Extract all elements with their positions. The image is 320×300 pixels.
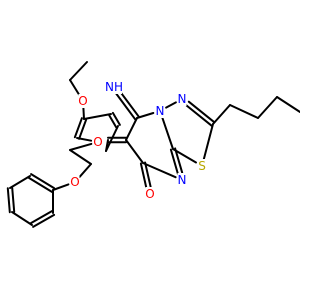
atom-imine-nh: NH — [105, 80, 123, 94]
double-bond-line — [185, 104, 213, 127]
double-bond-line — [118, 90, 140, 118]
double-bond-line — [111, 111, 121, 126]
double-bond-line — [32, 213, 56, 228]
atom-ring-n-lower: N — [177, 173, 187, 187]
atom-phenoxy-o: O — [70, 175, 80, 189]
double-bond-line — [144, 161, 152, 188]
single-bond — [52, 183, 70, 191]
single-bond — [69, 61, 88, 81]
atom-label-text: S — [198, 159, 206, 173]
double-bond-line — [73, 117, 83, 139]
single-bond — [276, 96, 300, 113]
single-bond — [142, 162, 177, 179]
atom-ether-o-ring: O — [93, 135, 103, 149]
single-bond — [82, 107, 85, 120]
single-bond — [78, 163, 92, 178]
single-bond — [69, 79, 81, 96]
double-bond-line — [115, 92, 137, 121]
bond-lines — [6, 61, 300, 228]
atom-label-text: O — [78, 94, 87, 108]
single-bond — [161, 116, 174, 150]
double-bond-line — [11, 186, 16, 213]
single-bond — [9, 175, 31, 189]
single-bond — [105, 125, 119, 152]
atom-label-text: O — [70, 175, 79, 189]
double-bond-line — [187, 100, 216, 124]
single-bond — [257, 96, 278, 119]
atom-label-text: N — [178, 173, 187, 187]
double-bond-line — [108, 114, 118, 129]
atom-ring-n-bridge: N — [155, 104, 165, 118]
single-bond — [136, 112, 155, 119]
atom-ethoxy-o: O — [78, 94, 88, 108]
double-bond-line — [169, 148, 179, 175]
single-bond — [76, 137, 93, 142]
double-bond-line — [174, 147, 184, 174]
double-bond-line — [29, 210, 53, 225]
double-bond-line — [30, 173, 56, 190]
single-bond — [11, 211, 33, 226]
double-bond-line — [27, 176, 53, 193]
atom-label-text: N — [178, 92, 187, 106]
double-bond-line — [139, 162, 148, 189]
single-bond — [125, 117, 138, 141]
single-bond — [212, 104, 231, 125]
atom-carbonyl-o: O — [145, 187, 155, 201]
atom-label-text: O — [93, 135, 102, 149]
atom-label-text: O — [145, 187, 154, 201]
atom-label-text: NH — [105, 80, 123, 94]
single-bond — [69, 142, 93, 151]
atom-ring-s: S — [197, 159, 207, 173]
single-bond — [83, 113, 112, 120]
single-bond — [202, 123, 214, 161]
atom-ring-n-upper: N — [177, 92, 187, 106]
single-bond — [229, 104, 259, 119]
single-bond — [69, 149, 92, 165]
double-bond-line — [78, 118, 88, 140]
single-bond — [125, 139, 144, 164]
double-bond-line — [6, 187, 11, 214]
single-bond — [165, 101, 177, 109]
single-bond — [172, 148, 197, 164]
atom-label-text: N — [156, 104, 165, 118]
